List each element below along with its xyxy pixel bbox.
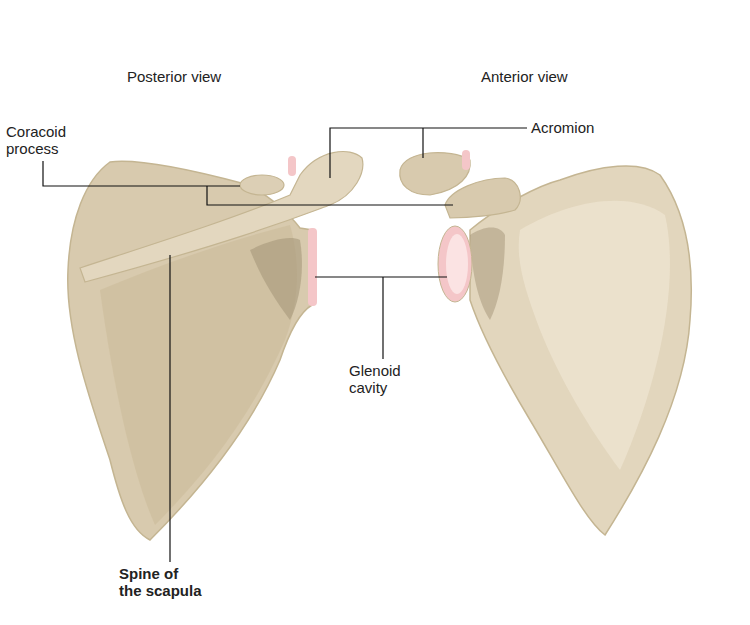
anterior-scapula bbox=[400, 150, 691, 535]
leader-line bbox=[43, 161, 240, 186]
view-title: Anterior view bbox=[481, 69, 568, 86]
posterior-scapula bbox=[68, 151, 363, 540]
leader-line bbox=[207, 186, 453, 205]
leader-line bbox=[382, 277, 383, 359]
part-label: Glenoid cavity bbox=[349, 363, 419, 396]
part-label: Coracoid process bbox=[6, 124, 86, 157]
leader-line bbox=[330, 128, 527, 178]
part-label: Acromion bbox=[531, 120, 594, 137]
leader-lines bbox=[43, 128, 527, 562]
leader-line bbox=[315, 276, 447, 277]
leader-line bbox=[169, 255, 170, 562]
part-label: Spine of the scapula bbox=[119, 566, 203, 599]
leader-line bbox=[422, 128, 423, 158]
view-title: Posterior view bbox=[127, 69, 221, 86]
